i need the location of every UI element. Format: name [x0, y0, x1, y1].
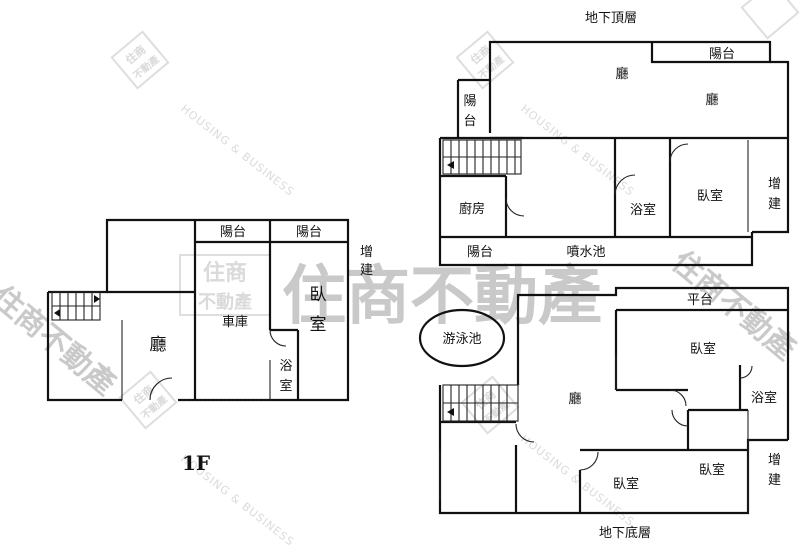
room-top-balcony-top: 陽台 — [709, 47, 735, 62]
room-1f-bedroom-2: 室 — [310, 315, 327, 335]
watermark-brand-edge-left: 住商不動產 — [0, 279, 122, 402]
room-bottom-hall: 廳 — [568, 391, 581, 407]
room-top-balcony-left-2: 台 — [463, 114, 476, 129]
watermark-stamp-small-3: 住商 不動產 — [118, 370, 178, 430]
room-top-hall-2: 廳 — [705, 92, 718, 108]
room-1f-extension-1: 增 — [360, 245, 373, 260]
room-top-balcony-bottom: 陽台 — [467, 245, 493, 260]
room-top-balcony-left-1: 陽 — [463, 94, 476, 109]
watermark-brand-edge-right: 住商不動產 — [665, 244, 802, 367]
room-1f-hall: 廳 — [150, 335, 167, 355]
room-bottom-terrace: 平台 — [687, 293, 713, 308]
plan-basement-top: 地下頂層 陽台 廳 廳 陽 台 廚房 浴室 臥室 增 建 陽台 噴水池 — [438, 11, 790, 267]
room-1f-balcony-b: 陽台 — [296, 225, 322, 240]
room-bottom-pool: 游泳池 — [442, 332, 481, 347]
room-top-bathroom: 浴室 — [630, 202, 656, 218]
plan-basement-bottom: 游泳池 平台 臥室 廳 浴室 臥室 臥室 增 建 地下底層 — [418, 286, 790, 541]
room-top-hall-1: 廳 — [615, 66, 628, 82]
watermark-brand: 住商不動產 — [282, 260, 602, 334]
room-bottom-bedroom-1: 臥室 — [690, 341, 716, 357]
room-bottom-extension-2: 建 — [768, 473, 781, 488]
room-bottom-bedroom-3: 臥室 — [613, 476, 639, 492]
watermark-stamp-center: 住商 不動產 — [179, 254, 271, 316]
caption-1f: 1F — [182, 451, 210, 475]
room-bottom-bathroom: 浴室 — [751, 390, 777, 406]
room-bottom-extension-1: 增 — [768, 453, 781, 468]
room-1f-bath-2: 室 — [279, 378, 292, 394]
room-1f-bedroom-1: 臥 — [310, 285, 327, 305]
room-1f-extension-2: 建 — [360, 263, 373, 278]
caption-basement-top: 地下頂層 — [585, 11, 637, 26]
room-1f-bath-1: 浴 — [279, 359, 292, 374]
watermark-tagline-1: HOUSING & BUSINESS — [178, 102, 297, 199]
room-bottom-bedroom-2: 臥室 — [699, 462, 725, 478]
watermark-stamp-small-1: 住商 不動產 — [110, 30, 170, 90]
room-top-extension-2: 建 — [768, 197, 781, 212]
watermark-stamp-small-5 — [740, 0, 800, 40]
room-1f-garage: 車庫 — [222, 315, 248, 330]
stamp-line2: 不動產 — [198, 291, 252, 313]
watermark-tagline-2: HOUSING & BUSINESS — [518, 102, 637, 199]
plan-1f: 陽台 陽台 增 建 廳 車庫 臥 室 浴 室 1F — [46, 218, 373, 475]
room-top-extension-1: 增 — [768, 177, 781, 192]
room-top-fountain: 噴水池 — [566, 245, 605, 260]
room-top-bedroom: 臥室 — [697, 188, 723, 204]
room-1f-balcony-a: 陽台 — [220, 225, 246, 240]
pool-outline — [418, 308, 506, 368]
stamp-line1: 住商 — [203, 260, 247, 286]
room-top-kitchen: 廚房 — [459, 201, 485, 217]
caption-basement-bottom: 地下底層 — [599, 525, 651, 541]
